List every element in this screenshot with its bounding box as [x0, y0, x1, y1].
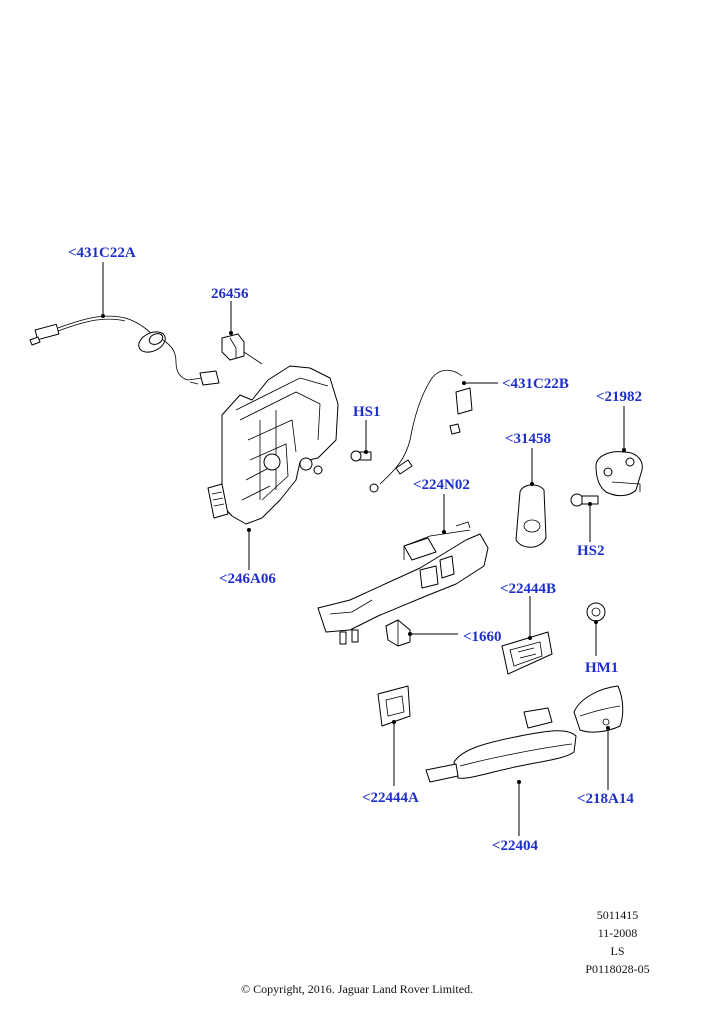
- handle-22404: [425, 707, 577, 783]
- leader-21982: [622, 406, 626, 452]
- leader-22444A: [392, 720, 396, 786]
- cable-431C22A: [29, 315, 220, 386]
- leader-22444B: [528, 596, 532, 640]
- cable-431C22B: [369, 369, 473, 493]
- gasket-22444B: [501, 631, 553, 675]
- cap-218A14: [573, 685, 624, 733]
- callout-HS1[interactable]: HS1: [353, 404, 381, 420]
- bracket-224N02: [317, 521, 489, 645]
- leader-22404: [517, 780, 521, 836]
- callout-22444A[interactable]: <22444A: [362, 790, 419, 806]
- cover-31458: [515, 484, 547, 548]
- leader-26456: [229, 301, 233, 335]
- callout-21982[interactable]: <21982: [596, 389, 643, 405]
- callout-218A14[interactable]: <218A14: [577, 791, 634, 807]
- leader-246A06: [247, 528, 251, 570]
- leader-HS1: [364, 420, 368, 454]
- callout-1660[interactable]: <1660: [463, 629, 502, 645]
- meta-code: 5011415: [596, 908, 639, 922]
- leader-224N02: [442, 494, 446, 534]
- meta-date: 11-2008: [597, 926, 638, 940]
- screw-HS1: [350, 450, 372, 462]
- copyright: © Copyright, 2016. Jaguar Land Rover Lim…: [241, 982, 474, 996]
- callout-26456[interactable]: 26456: [211, 286, 249, 302]
- callout-224N02[interactable]: <224N02: [413, 477, 470, 493]
- leader-HM1: [594, 620, 598, 656]
- gasket-22444A: [377, 685, 411, 727]
- callout-431C22A[interactable]: <431C22A: [68, 245, 136, 261]
- meta-ref: P0118028-05: [585, 962, 650, 976]
- leader-431C22B: [462, 381, 498, 385]
- striker-21982: [595, 451, 643, 497]
- leader-HS2: [588, 502, 592, 542]
- callout-22444B[interactable]: <22444B: [500, 581, 557, 597]
- leader-31458: [530, 448, 534, 486]
- clip-1660: [385, 619, 411, 647]
- latch-246A06: [207, 365, 339, 525]
- callout-22404[interactable]: <22404: [492, 838, 539, 854]
- callout-431C22B[interactable]: <431C22B: [502, 376, 569, 392]
- meta-model: LS: [610, 944, 625, 958]
- diagram-meta: 5011415 11-2008 LS P0118028-05: [575, 909, 660, 981]
- callout-HM1[interactable]: HM1: [585, 660, 619, 676]
- leader-218A14: [606, 726, 610, 790]
- grommet-HM1: [586, 602, 606, 622]
- leader-1660: [408, 632, 458, 636]
- callout-246A06[interactable]: <246A06: [219, 571, 276, 587]
- callout-31458[interactable]: <31458: [505, 431, 552, 447]
- bolt-HS2: [570, 493, 599, 507]
- leader-431C22A: [101, 262, 105, 318]
- clip-26456: [221, 333, 263, 365]
- callout-HS2[interactable]: HS2: [577, 543, 605, 559]
